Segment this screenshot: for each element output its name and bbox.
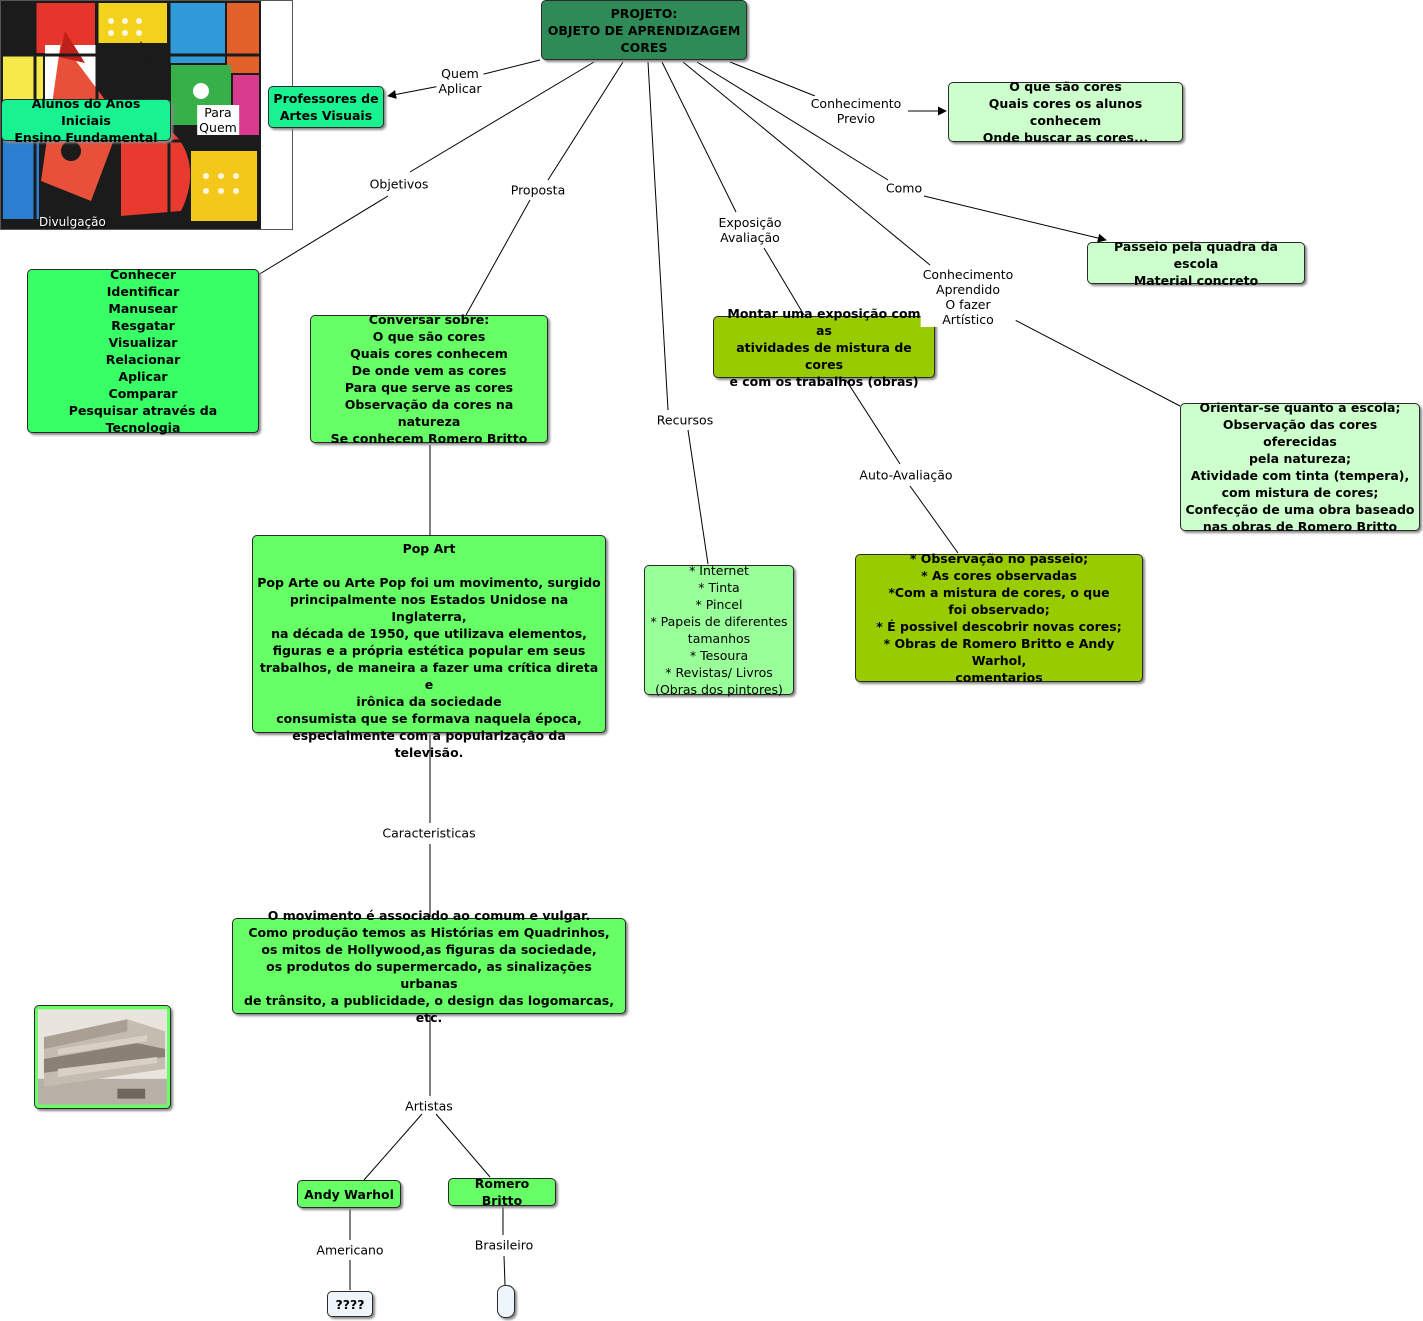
image-credit: Divulgação bbox=[39, 215, 106, 229]
label-recursos: Recursos bbox=[654, 412, 716, 428]
root-node[interactable]: PROJETO: OBJETO DE APRENDIZAGEM CORES bbox=[541, 0, 747, 60]
node-alunos[interactable]: Alunos do Anos Iniciais Ensino Fundament… bbox=[1, 96, 171, 145]
label-exposicao-avaliacao: Exposição Avaliação bbox=[716, 215, 784, 245]
node-auto-avaliacao[interactable]: * Observação no passeio; * As cores obse… bbox=[855, 551, 1143, 685]
link-como-passeio bbox=[923, 195, 1107, 243]
link-artistas-andy bbox=[363, 1113, 423, 1181]
link-root-proposta bbox=[547, 61, 624, 181]
link-root-quem bbox=[479, 59, 541, 76]
node-professores[interactable]: Professores de Artes Visuais bbox=[268, 86, 384, 128]
label-conhecimento-previo: Conhecimento Previo bbox=[808, 96, 904, 126]
link-root-recursos bbox=[647, 61, 669, 411]
link-proposta-box bbox=[465, 199, 531, 316]
link-aprendido-box bbox=[1014, 319, 1181, 407]
link-root-aprendido bbox=[682, 61, 931, 266]
link-brasileiro-empty bbox=[503, 1255, 506, 1286]
node-conversar[interactable]: Conversar sobre: O que são cores Quais c… bbox=[310, 312, 548, 446]
node-romero-britto[interactable]: Romero Britto bbox=[448, 1176, 556, 1208]
link-quem-professores bbox=[387, 85, 441, 99]
link-auto-box bbox=[909, 485, 959, 554]
node-recursos[interactable]: * Internet * Tinta * Pincel * Papeis de … bbox=[644, 563, 794, 697]
label-caracteristicas: Caracteristicas bbox=[380, 825, 478, 841]
node-movimento[interactable]: O movimento é associado ao comum e vulga… bbox=[232, 908, 626, 1025]
node-passeio[interactable]: Passeio pela quadra da escola Material c… bbox=[1087, 239, 1305, 288]
link-exposicao-auto bbox=[845, 379, 901, 465]
label-como: Como bbox=[883, 180, 925, 196]
link-root-exposicao bbox=[661, 61, 737, 213]
label-objetivos: Objetivos bbox=[367, 176, 431, 192]
node-conhecimento-previo[interactable]: O que são cores Quais cores os alunos co… bbox=[948, 79, 1183, 145]
link-root-como bbox=[696, 61, 889, 181]
node-andy-warhol[interactable]: Andy Warhol bbox=[297, 1180, 401, 1208]
link-root-conhprevio bbox=[729, 61, 816, 97]
link-recursos-box bbox=[687, 429, 709, 565]
link-artistas-romero bbox=[435, 1113, 491, 1178]
label-auto-avaliacao: Auto-Avaliação bbox=[857, 467, 955, 483]
label-proposta: Proposta bbox=[508, 182, 568, 198]
building-photo-node[interactable] bbox=[34, 1005, 171, 1109]
label-americano: Americano bbox=[314, 1242, 386, 1258]
link-exposicao-box bbox=[763, 247, 805, 316]
link-root-objetivos bbox=[409, 61, 595, 173]
label-para-quem: Para Quem bbox=[197, 105, 239, 135]
label-brasileiro: Brasileiro bbox=[472, 1237, 536, 1253]
label-conhecimento-aprendido: Conhecimento Aprendido O fazer Artístico bbox=[920, 267, 1016, 327]
label-quem-aplicar: Quem Aplicar bbox=[436, 66, 484, 96]
node-orientar[interactable]: Orientar-se quanto a escola; Observação … bbox=[1180, 400, 1420, 534]
node-objetivos[interactable]: Conhecer Identificar Manusear Resgatar V… bbox=[27, 267, 259, 435]
link-objetivos-box bbox=[257, 195, 389, 276]
node-empty[interactable] bbox=[497, 1285, 515, 1318]
node-exposicao[interactable]: Montar uma exposição com as atividades d… bbox=[713, 306, 935, 389]
node-unknown[interactable]: ???? bbox=[327, 1291, 373, 1317]
building-photo bbox=[38, 1009, 167, 1105]
node-pop-art[interactable]: Pop Art Pop Arte ou Arte Pop foi um movi… bbox=[252, 535, 606, 760]
label-artistas: Artistas bbox=[403, 1098, 455, 1114]
